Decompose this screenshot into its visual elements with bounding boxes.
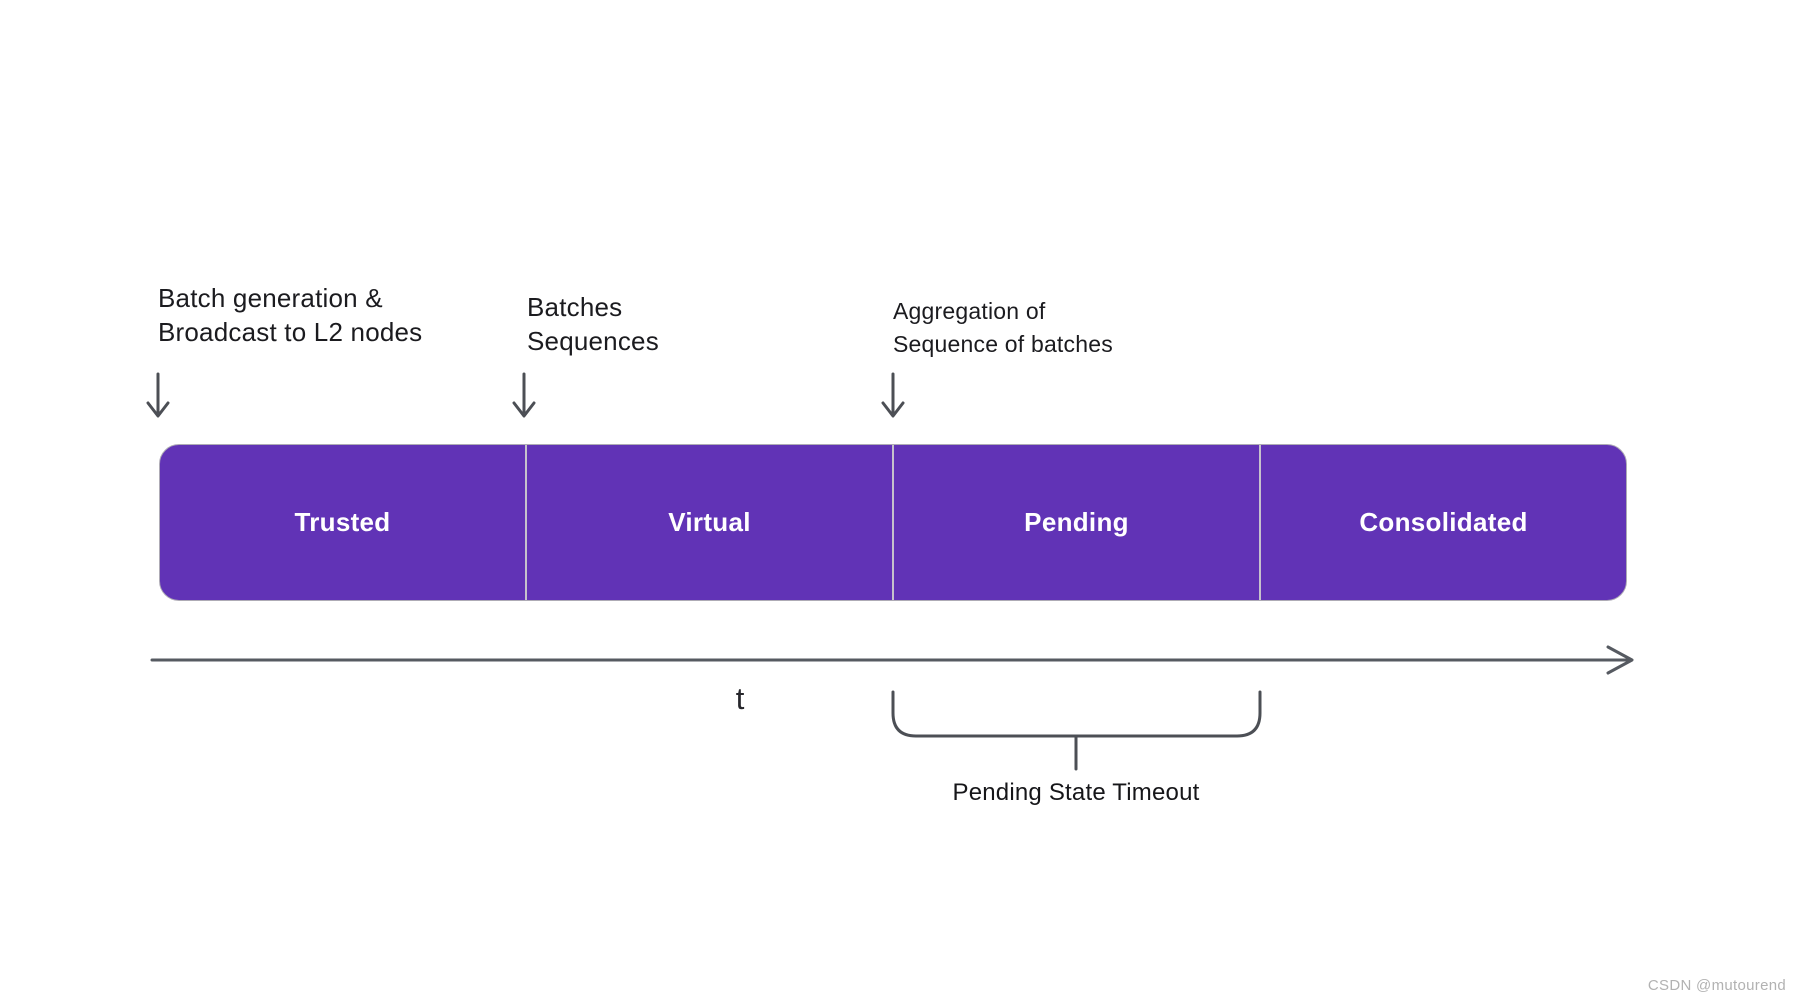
watermark-text: CSDN @mutourend [1647, 977, 1786, 994]
down-arrow-icon [146, 372, 170, 418]
stage-segment-trusted: Trusted [160, 445, 527, 600]
stage-segment-pending: Pending [894, 445, 1261, 600]
stage-label: Pending [1024, 507, 1129, 537]
annotation-aggregation: Aggregation of Sequence of batches [893, 295, 1113, 361]
stage-segment-consolidated: Consolidated [1261, 445, 1626, 600]
stage-segment-virtual: Virtual [527, 445, 894, 600]
brace-label: Pending State Timeout [952, 779, 1200, 806]
annotation-line: Batch generation & [158, 283, 383, 313]
brace-icon [891, 690, 1262, 771]
annotation-line: Broadcast to L2 nodes [158, 317, 423, 347]
stage-label: Consolidated [1359, 507, 1528, 537]
stage-bar: Trusted Virtual Pending Consolidated [159, 444, 1627, 601]
annotation-line: Batches [527, 292, 623, 322]
annotation-line: Aggregation of [893, 298, 1046, 324]
annotation-line: Sequence of batches [893, 331, 1113, 357]
down-arrow-icon [512, 372, 536, 418]
time-axis-label: t [735, 681, 745, 716]
annotation-line: Sequences [527, 326, 659, 356]
annotation-batches-sequences: Batches Sequences [527, 290, 659, 358]
annotation-batch-generation: Batch generation & Broadcast to L2 nodes [158, 281, 422, 349]
stage-label: Trusted [294, 507, 391, 537]
down-arrow-icon [881, 372, 905, 418]
stage-label: Virtual [668, 507, 751, 537]
time-axis-arrow-icon [150, 645, 1634, 675]
